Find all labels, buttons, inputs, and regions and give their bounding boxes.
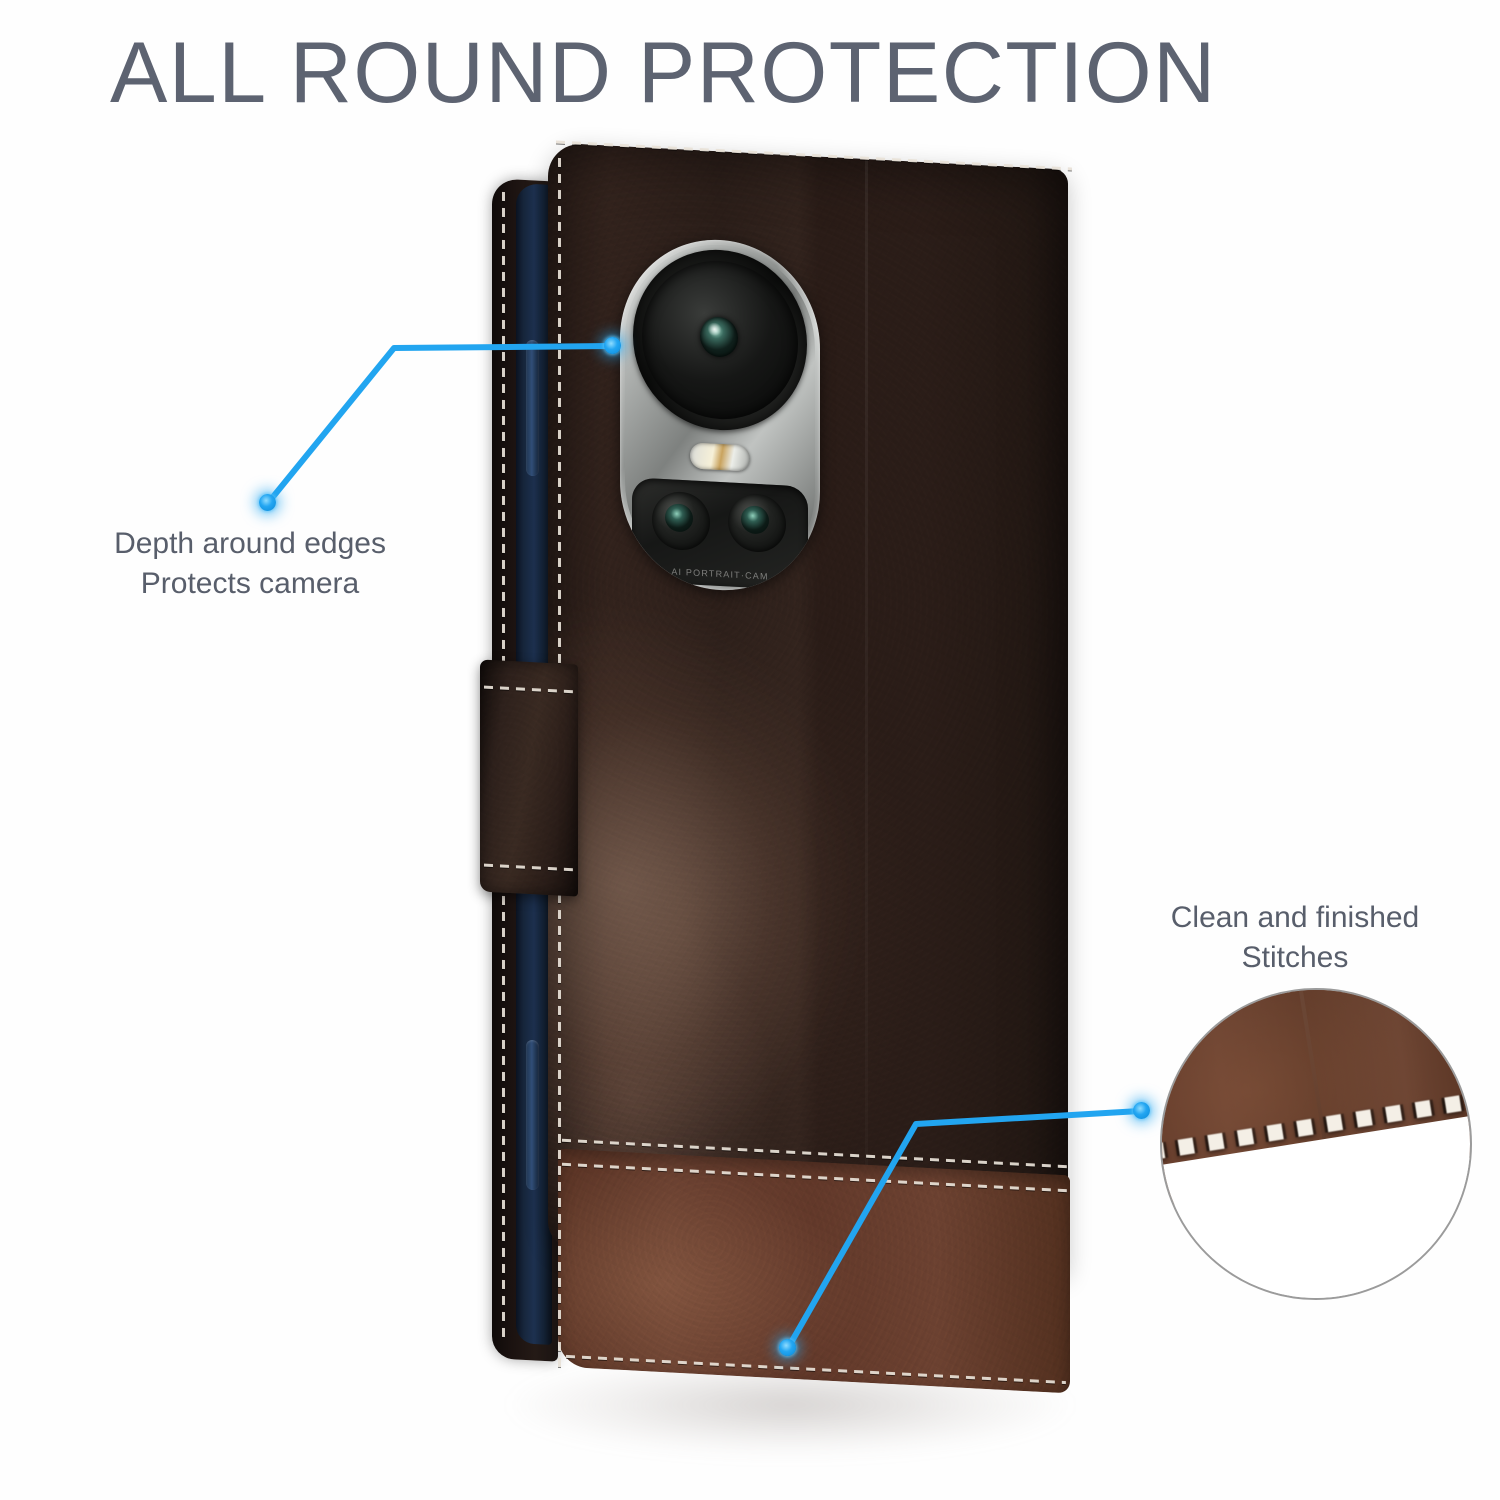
product-image: AI PORTRAIT·CAM [470,140,1090,1460]
callout-dot-camera-edge[interactable] [604,337,621,354]
lens-glint [707,322,722,337]
callout-line-2: Stitches [1241,940,1349,974]
callout-depth-camera: Depth around edges Protects camera [60,524,440,603]
callout-dot-left-text-end[interactable] [259,494,276,511]
leather-grain-texture [480,659,578,897]
callout-line-2: Protects camera [140,566,360,600]
callout-dot-magnifier[interactable] [1133,1102,1150,1119]
camera-module: AI PORTRAIT·CAM [620,234,820,596]
phone-case: AI PORTRAIT·CAM [470,140,1090,1440]
callout-stitches: Clean and finished Stitches [1100,898,1490,977]
lens-core [665,503,693,533]
secondary-camera-housing: AI PORTRAIT·CAM [632,477,808,591]
side-button [526,1039,539,1191]
stitch-detail-magnifier [1160,988,1472,1300]
secondary-camera-lens [652,490,710,552]
camera-module-label: AI PORTRAIT·CAM [671,566,769,582]
callout-line-1: Clean and finished [1170,901,1420,934]
page-title: ALL ROUND PROTECTION [110,25,1217,121]
panel-seam [865,158,869,1265]
callout-dot-bottom-leather[interactable] [779,1339,796,1356]
volume-button [526,339,539,477]
callout-line-1: Depth around edges [114,527,386,560]
camera-flash [690,442,750,472]
magnetic-closure-strap [480,659,578,897]
leather-gloss-highlight [548,603,860,1176]
lens-core [741,505,769,535]
tertiary-camera-lens [728,492,786,554]
